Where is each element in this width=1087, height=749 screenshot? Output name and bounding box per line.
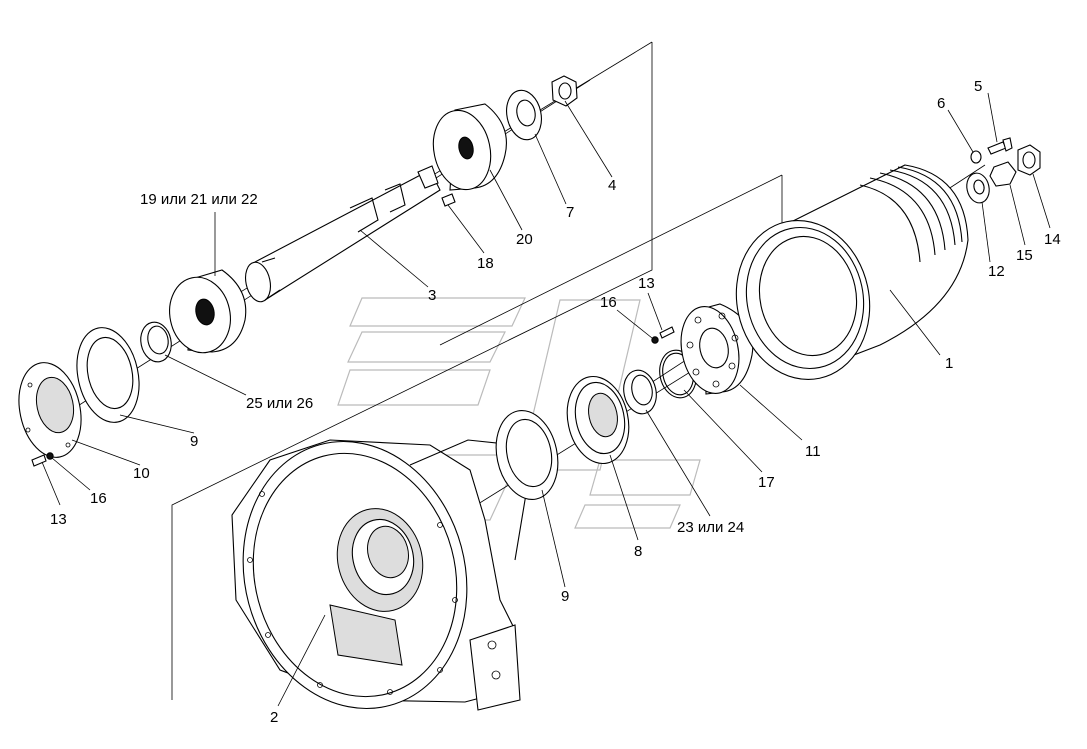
end-cover-part-10 (18, 362, 82, 458)
gasket-part-9-right (495, 409, 559, 501)
callout-6: 6 (937, 95, 945, 112)
callout-10: 10 (133, 465, 150, 482)
callout-12: 12 (988, 263, 1005, 280)
callout-25-26: 25 или 26 (246, 395, 313, 412)
hub-part-19-21-22 (169, 269, 247, 354)
callout-3: 3 (428, 287, 436, 304)
bearing-cover-part-8 (566, 375, 630, 465)
housing-part-2 (231, 439, 531, 711)
callout-9-right: 9 (561, 588, 569, 605)
bolt-part-5 (987, 137, 1013, 155)
callout-18: 18 (477, 255, 494, 272)
washer-part-12 (966, 172, 990, 204)
gasket-part-9-left (76, 327, 140, 423)
shaft-part-3 (244, 165, 441, 303)
leader-lines (41, 92, 1051, 707)
callout-17: 17 (758, 474, 775, 491)
nut-part-4 (551, 75, 578, 107)
callout-20: 20 (516, 231, 533, 248)
washer-part-6 (970, 150, 982, 164)
callout-1: 1 (945, 355, 953, 372)
callout-4: 4 (608, 177, 616, 194)
callout-13-upper: 13 (638, 275, 655, 292)
callout-7: 7 (566, 204, 574, 221)
callout-16-upper: 16 (600, 294, 617, 311)
ring-part-25-or-26 (140, 321, 172, 363)
ring-part-23-or-24 (623, 369, 657, 415)
pulley-part-1 (735, 164, 969, 380)
callout-labels: 1 2 3 4 5 6 7 8 9 9 10 11 12 13 13 14 15… (50, 78, 1061, 726)
callout-19-21-22: 19 или 21 или 22 (140, 191, 258, 208)
callout-11: 11 (805, 443, 821, 460)
callout-16-lower: 16 (90, 490, 107, 507)
washer-part-7 (506, 89, 542, 141)
flange-part-11 (680, 303, 754, 395)
callout-8: 8 (634, 543, 642, 560)
key-part-18 (441, 193, 456, 207)
callout-14: 14 (1044, 231, 1061, 248)
bolt-washer-part-13-16-upper (651, 326, 675, 344)
spacer-part-15 (989, 161, 1017, 187)
callout-2: 2 (270, 709, 278, 726)
bushing-part-20 (432, 103, 507, 191)
bolt-washer-part-13-16-lower (31, 452, 54, 467)
callout-15: 15 (1016, 247, 1033, 264)
callout-23-24: 23 или 24 (677, 519, 744, 536)
callout-9-left: 9 (190, 433, 198, 450)
callout-5: 5 (974, 78, 982, 95)
nut-part-14 (1017, 144, 1041, 176)
callout-13-lower: 13 (50, 511, 67, 528)
